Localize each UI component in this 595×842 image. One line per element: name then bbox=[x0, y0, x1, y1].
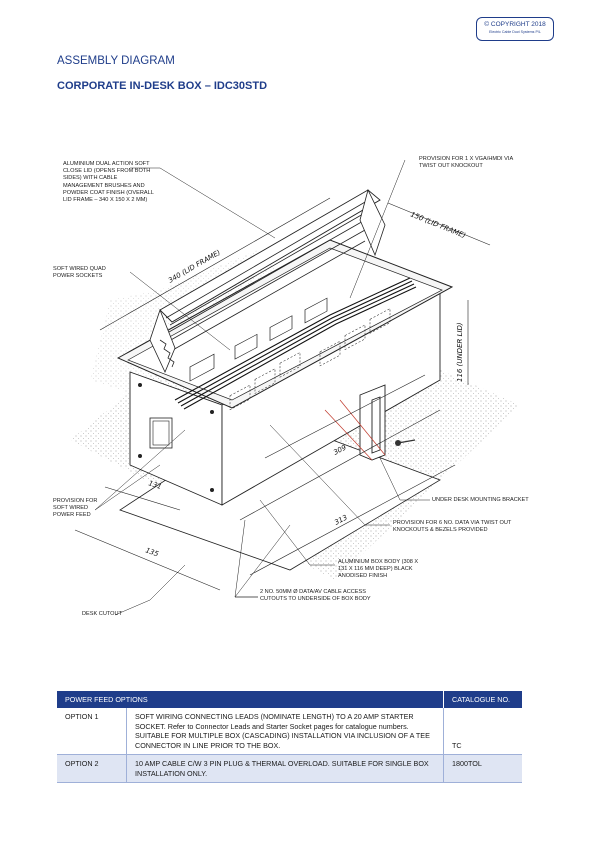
power-feed-port bbox=[149, 417, 173, 449]
row-option: OPTION 2 bbox=[57, 754, 127, 783]
leader-lines bbox=[94, 159, 430, 616]
cable-bundle bbox=[174, 277, 417, 410]
dim-under-lid: 116 (UNDER LID) bbox=[456, 322, 464, 382]
row-catalogue: TC bbox=[443, 708, 522, 755]
assembly-diagram: 340 (LID FRAME) 150 (LID FRAME) 116 (UND… bbox=[70, 159, 520, 616]
dim-131: 131 bbox=[147, 479, 162, 491]
callout-vga: PROVISION FOR 1 X VGA/HMDI VIA TWIST OUT… bbox=[419, 156, 513, 170]
row-description: 10 AMP CABLE C/W 3 PIN PLUG & THERMAL OV… bbox=[126, 754, 444, 783]
callout-access: 2 No. 50mm Ø DATA/AV CABLE ACCESS CUTOUT… bbox=[260, 589, 371, 603]
callout-cutout: DESK CUTOUT bbox=[82, 611, 122, 617]
data-knockouts bbox=[229, 308, 391, 411]
row-catalogue: 1800TOL bbox=[443, 754, 522, 783]
power-feed-table: POWER FEED OPTIONS CATALOGUE NO. OPTION … bbox=[57, 691, 522, 783]
mounting-bracket bbox=[324, 384, 386, 461]
copyright-text: © COPYRIGHT 2018 bbox=[484, 21, 546, 28]
callout-body: ALUMINIUM BOX BODY (308 X 131 X 116 mm D… bbox=[338, 559, 419, 580]
dim-135: 135 bbox=[144, 546, 160, 558]
table-row: OPTION 1 SOFT WIRING CONNECTING LEADS (N… bbox=[57, 708, 522, 755]
callout-feed: PROVISION FOR SOFT WIRED POWER FEED bbox=[53, 498, 98, 519]
page-title: ASSEMBLY DIAGRAM bbox=[57, 55, 175, 67]
dim-lid-width: 150 (LID FRAME) bbox=[409, 210, 467, 240]
page-subtitle: CORPORATE IN-DESK BOX – IDC30STD bbox=[57, 80, 268, 92]
power-sockets bbox=[189, 297, 328, 382]
header-catalogue-no: CATALOGUE NO. bbox=[443, 691, 522, 708]
table-header-row: POWER FEED OPTIONS CATALOGUE NO. bbox=[57, 691, 522, 708]
callout-quad: SOFT WIRED QUAD POWER SOCKETS bbox=[53, 266, 106, 280]
row-option: OPTION 1 bbox=[57, 708, 127, 755]
callout-lid: ALUMINIUM DUAL ACTION SOFT CLOSE LID (OP… bbox=[63, 161, 154, 204]
table-row: OPTION 2 10 AMP CABLE C/W 3 PIN PLUG & T… bbox=[57, 754, 522, 783]
dimension-lines bbox=[74, 197, 491, 591]
callout-bracket: UNDER DESK MOUNTING BRACKET bbox=[432, 497, 529, 503]
callout-data: PROVISION FOR 6 No. DATA VIA TWIST OUT K… bbox=[393, 520, 512, 534]
row-description: SOFT WIRING CONNECTING LEADS (NOMINATE L… bbox=[126, 708, 444, 755]
header-power-feed-options: POWER FEED OPTIONS bbox=[57, 691, 444, 708]
copyright-company: Electric Cable Duct Systems P/L bbox=[489, 30, 541, 34]
copyright-badge: © COPYRIGHT 2018 Electric Cable Duct Sys… bbox=[476, 17, 554, 41]
